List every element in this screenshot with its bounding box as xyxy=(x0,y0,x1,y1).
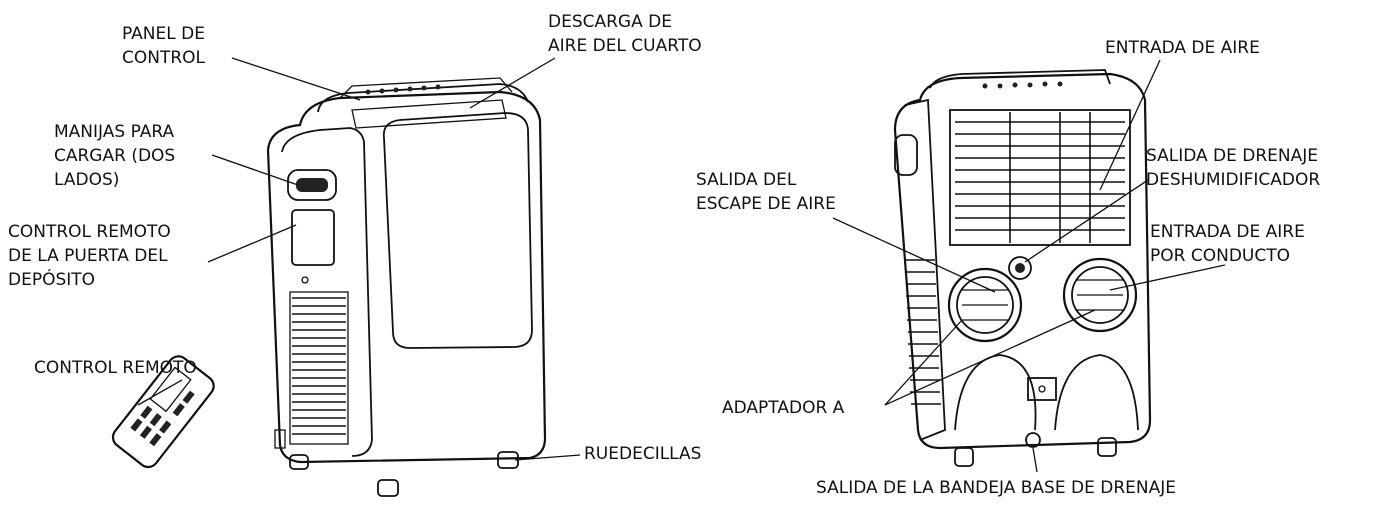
front-unit-illustration xyxy=(266,77,547,497)
back-control-panel xyxy=(982,81,1063,89)
duct-intake xyxy=(1062,257,1138,333)
exhaust-outlet xyxy=(947,267,1023,343)
dehumidifier-drain-outlet xyxy=(1008,256,1032,280)
label-panel-control: PANEL DE CONTROL xyxy=(122,24,206,68)
front-handle xyxy=(287,169,337,201)
front-control-panel xyxy=(365,84,441,95)
label-salida-escape: SALIDA DEL ESCAPE DE AIRE xyxy=(696,170,836,214)
label-ruedecillas: RUEDECILLAS xyxy=(584,444,702,464)
front-remote-door xyxy=(291,209,335,266)
remote-control-illustration xyxy=(111,355,215,469)
label-salida-drenaje: SALIDA DE DRENAJE DESHUMIDIFICADOR xyxy=(1146,146,1321,190)
label-descarga-aire: DESCARGA DE AIRE DEL CUARTO xyxy=(548,12,702,56)
back-air-intake xyxy=(949,109,1131,246)
label-bandeja-drenaje: SALIDA DE LA BANDEJA BASE DE DRENAJE xyxy=(816,478,1176,498)
label-entrada-aire: ENTRADA DE AIRE xyxy=(1105,38,1260,58)
back-side-grille xyxy=(905,259,941,405)
back-unit-illustration xyxy=(893,69,1152,467)
front-panel xyxy=(382,112,533,349)
label-control-puerta: CONTROL REMOTO DE LA PUERTA DEL DEPÓSITO xyxy=(8,222,171,290)
label-control-remoto: CONTROL REMOTO xyxy=(34,358,197,378)
front-grille xyxy=(289,291,349,445)
label-manijas: MANIJAS PARA CARGAR (DOS LADOS) xyxy=(54,122,176,190)
front-air-discharge xyxy=(351,99,507,129)
back-handle xyxy=(894,134,918,176)
drain-pan-outlet xyxy=(1025,432,1041,448)
label-adaptador: ADAPTADOR A xyxy=(722,398,845,418)
label-entrada-conducto: ENTRADA DE AIRE POR CONDUCTO xyxy=(1150,222,1305,266)
leader-lines xyxy=(137,57,1226,473)
